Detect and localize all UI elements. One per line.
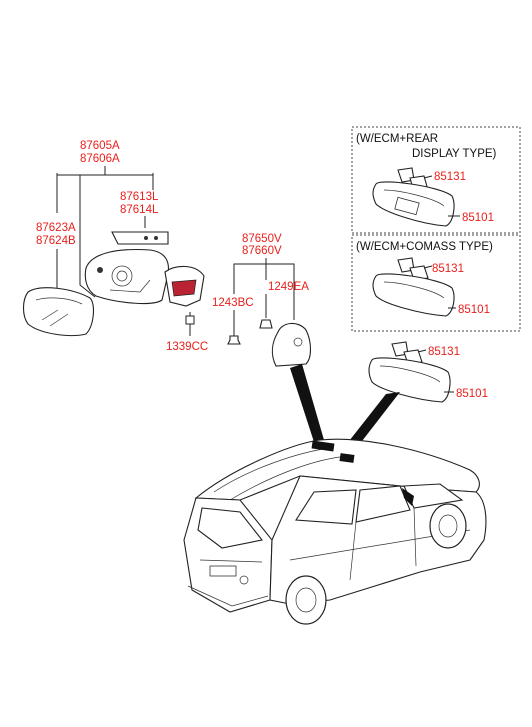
std-label-85131: 85131 [428, 346, 460, 358]
label-87605A: 87605A [80, 140, 120, 152]
box2-title: (W/ECM+COMASS TYPE) [356, 241, 493, 253]
vehicle-rear-side-window [295, 489, 357, 525]
bolt-1249EA [259, 319, 273, 329]
label-1249EA: 1249EA [268, 281, 309, 293]
pointer-wedge-cover [290, 364, 324, 442]
outside-mirror-group: 87605A 87606A 87613L 87614L 87623A 87624… [22, 140, 208, 353]
box2-label-85101: 85101 [458, 304, 490, 316]
std-label-85101: 85101 [456, 388, 488, 400]
option-box-rear-display: (W/ECM+REAR DISPLAY TYPE) 85131 85101 [351, 126, 521, 234]
standard-inside-mirror-group: 85131 85101 [368, 341, 488, 403]
label-87624B: 87624B [36, 235, 76, 247]
box1-label-85101: 85101 [462, 212, 494, 224]
label-87623A: 87623A [36, 222, 76, 234]
box1-label-85131: 85131 [434, 171, 466, 183]
screw-1339CC [185, 315, 195, 325]
label-87613L: 87613L [120, 191, 159, 203]
box1-title-line1: (W/ECM+REAR [356, 133, 438, 145]
option-box-compass: (W/ECM+COMASS TYPE) 85131 85101 [351, 234, 521, 332]
mirror-glass [22, 287, 95, 337]
vehicle-rear-wheel [285, 575, 327, 625]
box2-inside-mirror [372, 273, 455, 317]
box1-inside-mirror [372, 181, 455, 227]
label-87614L: 87614L [120, 204, 159, 216]
vehicle-rear-window [197, 507, 263, 549]
license-plate [209, 565, 237, 577]
side-repeater-lamp [111, 231, 169, 245]
std-inside-mirror [368, 357, 451, 403]
inside-mirror-cover-group: 87650V 87660V 1249EA 1243BC [212, 233, 312, 367]
label-1339CC: 1339CC [166, 341, 208, 353]
label-1243BC: 1243BC [212, 297, 254, 309]
pointer-wedge-mirror [342, 392, 400, 454]
inside-mirror-cover [271, 322, 312, 367]
vehicle-rear-door-window [355, 485, 411, 523]
label-87650V: 87650V [242, 233, 282, 245]
vehicle-roof [194, 438, 480, 501]
label-87606A: 87606A [80, 153, 120, 165]
vehicle-outside-mirror [402, 488, 414, 506]
screw-1243BC [227, 335, 241, 345]
vehicle-front-wheel [429, 503, 467, 549]
vehicle-illustration [183, 438, 487, 625]
label-87660V: 87660V [242, 245, 282, 257]
box2-label-85131: 85131 [432, 263, 464, 275]
box1-title-line2: DISPLAY TYPE) [412, 148, 497, 160]
